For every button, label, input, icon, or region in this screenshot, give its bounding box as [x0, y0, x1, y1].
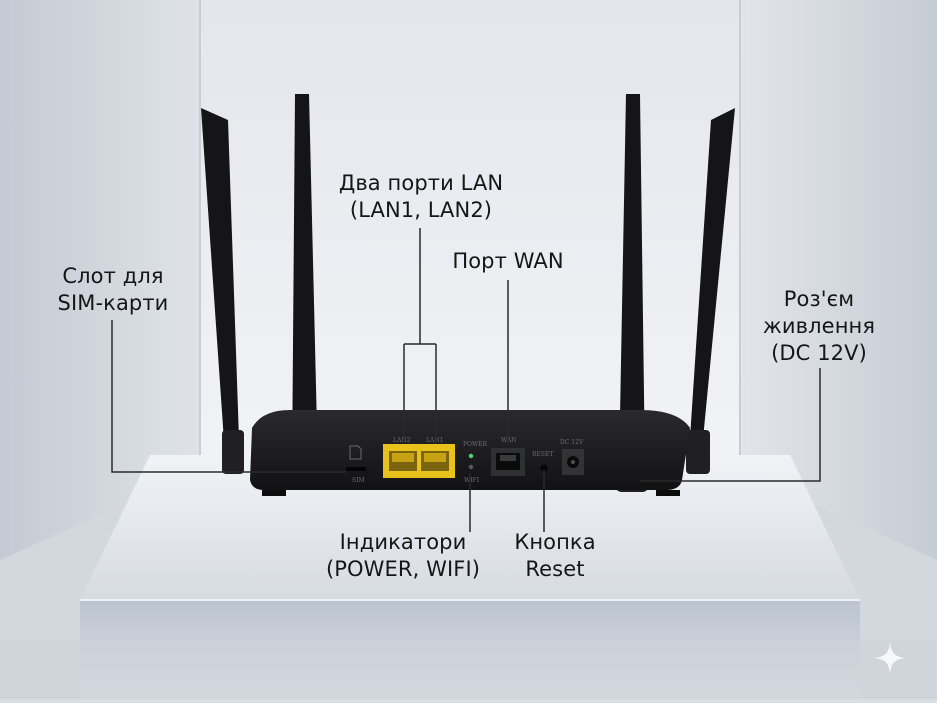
lan-ports-label: Два порти LAN (LAN1, LAN2)	[338, 171, 504, 222]
indicators-label: Індикатори (POWER, WIFI)	[325, 530, 481, 581]
dc-label: DC 12V	[560, 439, 584, 446]
sim-slot-label: Слот для SIM-карти	[57, 264, 169, 315]
reset-label: RESET	[532, 451, 553, 458]
callout-lines	[111, 228, 821, 532]
sim-label: SIM	[352, 477, 365, 484]
wan-port-callout: Порт WAN	[452, 249, 564, 273]
lan1-label: LAN1	[426, 437, 443, 444]
wifi-led-label: WIFI	[464, 477, 480, 484]
power-led-label: POWER	[463, 441, 488, 448]
power-connector-label: Роз'єм живлення (DC 12V)	[762, 287, 876, 365]
sparkle-icon	[874, 642, 906, 674]
antenna-left-outer	[201, 108, 244, 474]
lan2-label: LAN2	[393, 437, 411, 444]
reset-button-label: Кнопка Reset	[514, 530, 596, 581]
antenna-right-outer	[686, 108, 735, 474]
